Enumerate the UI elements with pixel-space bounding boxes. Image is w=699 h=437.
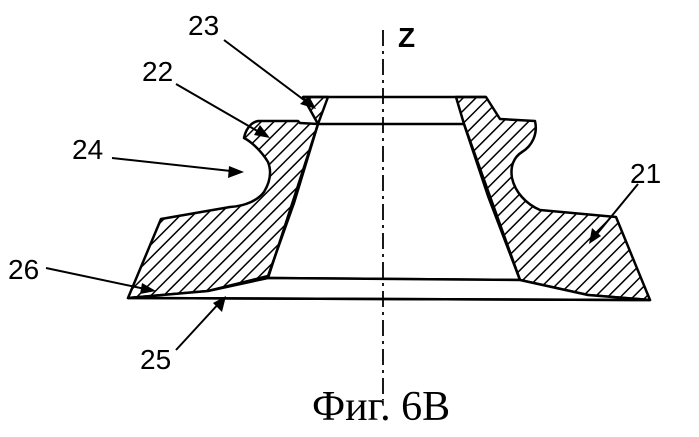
leader-lines — [46, 40, 638, 350]
leader-25 — [176, 300, 222, 350]
label-21: 21 — [630, 160, 661, 188]
leader-22 — [176, 84, 266, 136]
left-section — [128, 97, 328, 298]
label-25: 25 — [140, 346, 171, 374]
right-section — [456, 97, 650, 300]
label-24: 24 — [72, 136, 103, 164]
axis-z-label: Z — [398, 24, 415, 52]
leader-26 — [46, 268, 150, 290]
arrow-24 — [228, 166, 244, 178]
leader-23 — [224, 40, 312, 106]
label-26: 26 — [8, 256, 39, 284]
figure-caption: Фиг. 6В — [312, 386, 450, 428]
label-23: 23 — [188, 12, 219, 40]
leader-24 — [112, 158, 240, 172]
label-22: 22 — [142, 58, 173, 86]
